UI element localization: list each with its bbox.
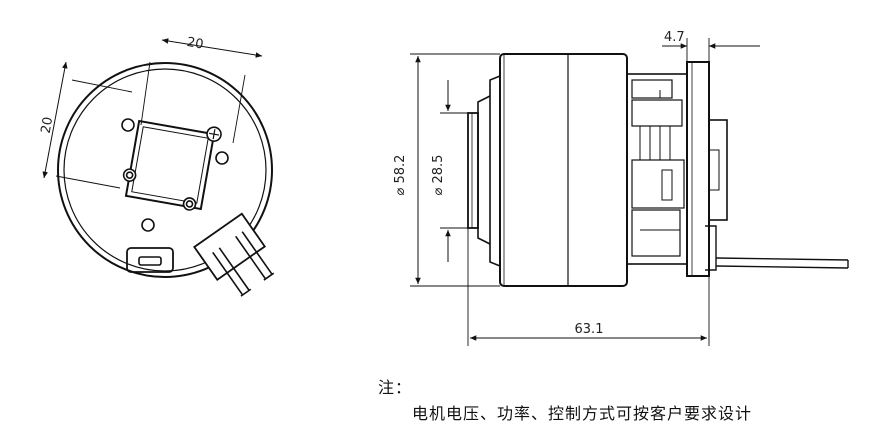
dim-4-7: 4.7 — [664, 30, 685, 45]
screw-bottom — [182, 197, 197, 211]
dim-20-left: 20 — [39, 116, 57, 135]
note-text: 电机电压、功率、控制方式可按客户要求设计 — [412, 404, 753, 423]
usb-connector — [126, 247, 174, 273]
dim-20-top: 20 — [186, 35, 205, 53]
motor-body — [499, 53, 628, 287]
side-view — [410, 38, 849, 346]
lead-wires — [715, 257, 849, 269]
front-boss — [489, 75, 501, 267]
electronics-stack — [626, 73, 688, 265]
end-view — [42, 38, 275, 297]
end-flange — [686, 61, 710, 277]
wire-terminal — [193, 212, 275, 297]
screw-left — [122, 168, 137, 182]
mount-hole-bottom — [141, 218, 155, 232]
mount-hole-left — [121, 118, 135, 132]
dim-63-1: 63.1 — [575, 322, 604, 337]
dim-diameter-28-5: ⌀ 28.5 — [431, 155, 446, 196]
note-label: 注： — [378, 378, 413, 397]
square-plate — [124, 119, 216, 211]
dim-diameter-58-2: ⌀ 58.2 — [393, 155, 408, 196]
mount-hole-right — [215, 151, 229, 165]
